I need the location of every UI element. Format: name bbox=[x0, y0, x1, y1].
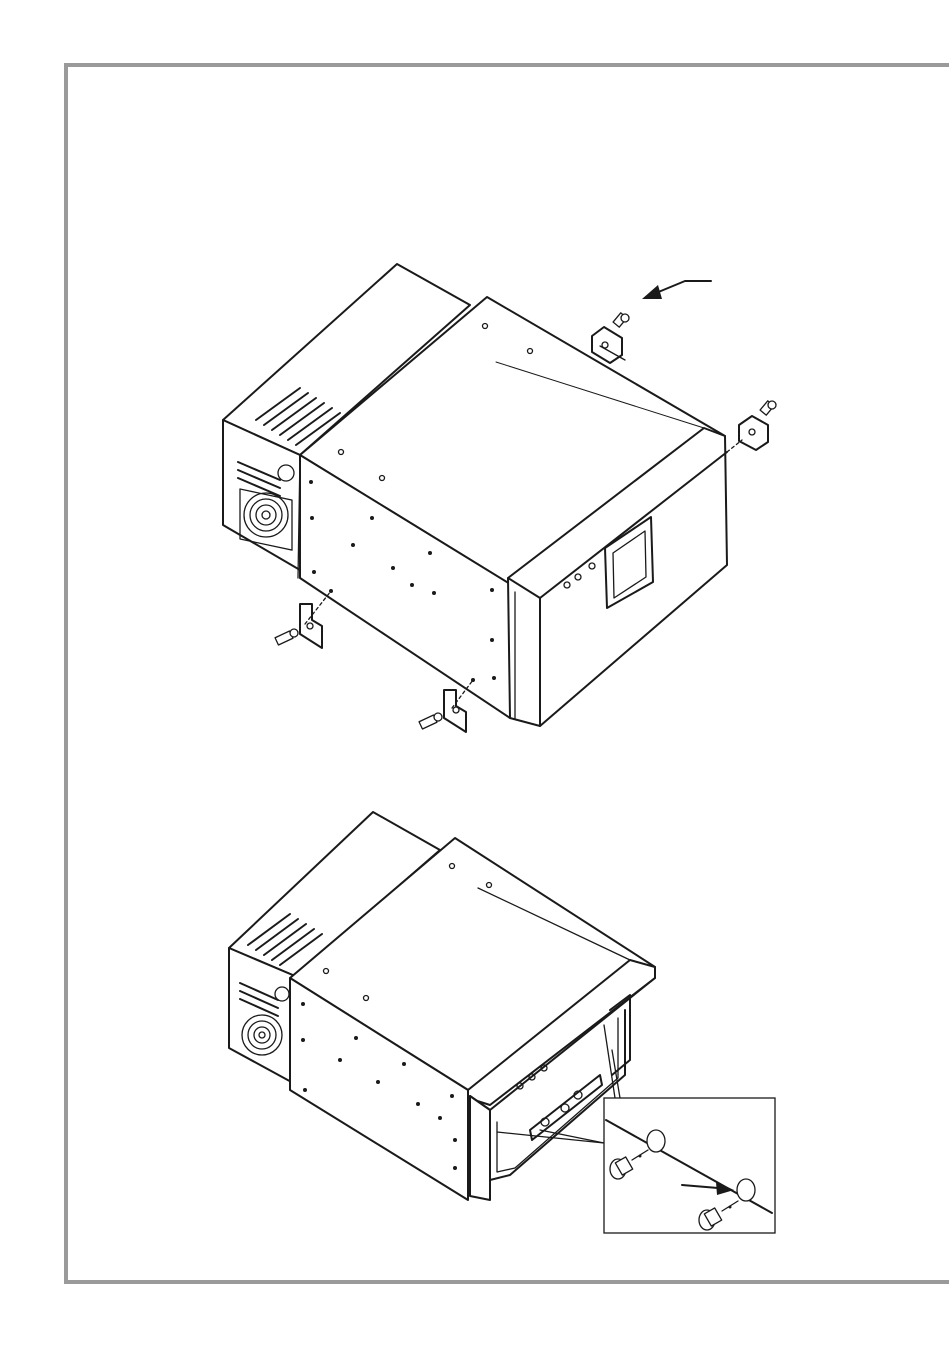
mounting-bracket-bottom-left bbox=[300, 604, 322, 648]
screw-top-right bbox=[760, 401, 776, 415]
screw-top-rear bbox=[613, 313, 629, 327]
detail-inset bbox=[604, 1098, 775, 1233]
mounting-bracket-top-rear bbox=[592, 327, 625, 363]
screw-bottom-mid bbox=[419, 713, 442, 729]
screw-bottom-left bbox=[275, 629, 298, 645]
stop-hole-upper bbox=[647, 1130, 665, 1152]
figure-top-installation bbox=[223, 264, 776, 732]
mounting-bracket-bottom-mid bbox=[444, 690, 466, 732]
figure-bottom-drawer-stops bbox=[229, 812, 775, 1233]
callout-arrow-top bbox=[642, 281, 711, 299]
stop-hole-lower bbox=[737, 1179, 755, 1201]
mounting-bracket-top-right bbox=[739, 416, 768, 450]
